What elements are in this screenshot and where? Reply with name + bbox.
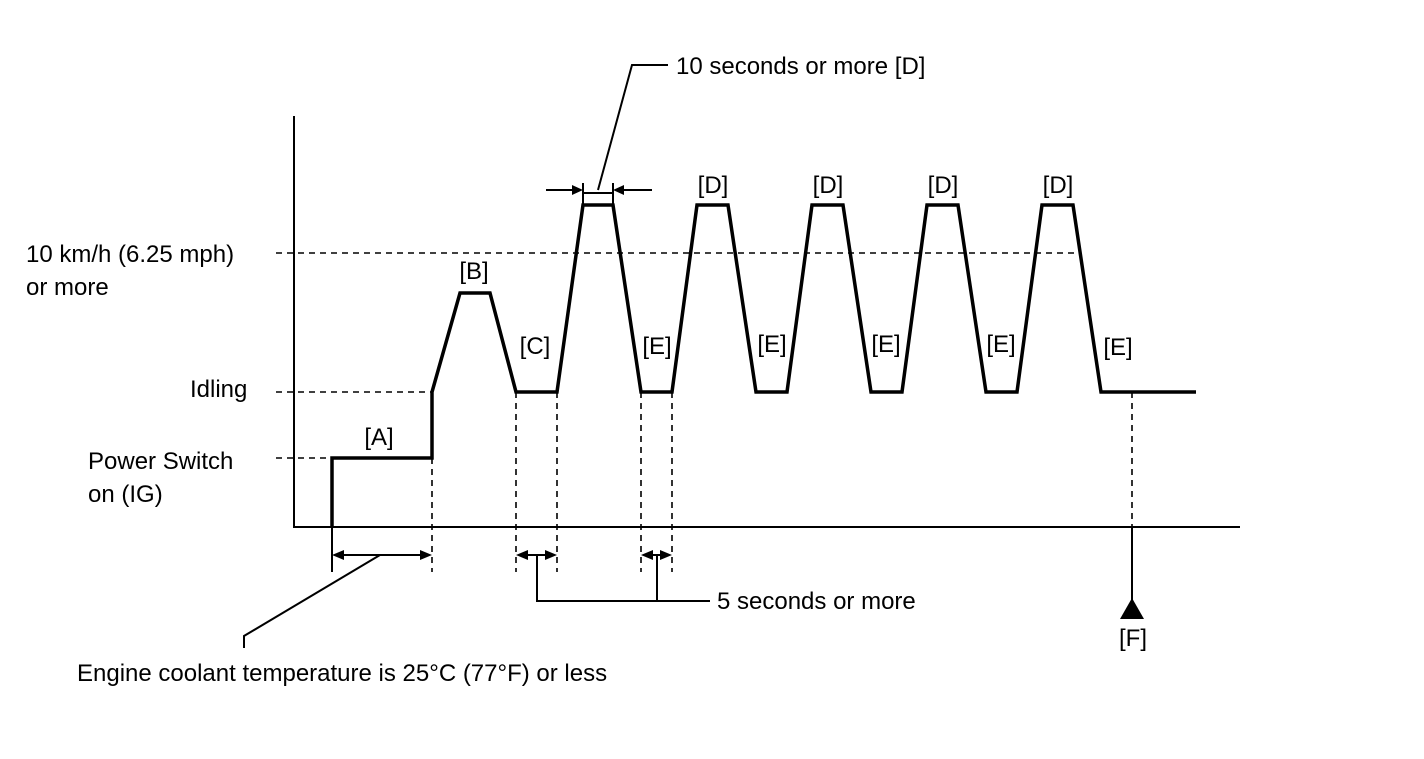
phase-label-d: [D] bbox=[813, 172, 844, 199]
phase-label-e: [E] bbox=[757, 331, 786, 358]
phase-label-d: [D] bbox=[698, 172, 729, 199]
speed-waveform bbox=[330, 203, 1196, 527]
five-seconds-leader bbox=[536, 555, 658, 602]
idling-level-label: Idling bbox=[190, 376, 247, 403]
f-arrow-icon bbox=[1120, 598, 1144, 619]
phase-label-e: [E] bbox=[642, 333, 671, 360]
phase-label-a: [A] bbox=[364, 424, 393, 451]
coolant-annotation: Engine coolant temperature is 25°C (77°F… bbox=[77, 660, 607, 687]
power-level-label: Power Switch bbox=[88, 448, 233, 475]
phase-label-e: [E] bbox=[1103, 334, 1132, 361]
phase-label-d: [D] bbox=[928, 172, 959, 199]
phase-label-e: [E] bbox=[986, 331, 1015, 358]
a-duration-dimension bbox=[243, 528, 432, 648]
ten-seconds-annotation: 10 seconds or more [D] bbox=[676, 53, 925, 80]
five-seconds-annotation: 5 seconds or more bbox=[717, 588, 916, 615]
speed-level-label: 10 km/h (6.25 mph) bbox=[26, 241, 234, 268]
power-level-label-cont: on (IG) bbox=[88, 481, 163, 508]
speed-level-label-cont: or more bbox=[26, 274, 109, 301]
phase-label-d: [D] bbox=[1043, 172, 1074, 199]
phase-label-e: [E] bbox=[871, 331, 900, 358]
phase-label-f: [F] bbox=[1119, 625, 1147, 652]
phase-label-c: [C] bbox=[520, 333, 551, 360]
ten-seconds-dimension bbox=[546, 64, 668, 205]
phase-label-b: [B] bbox=[459, 258, 488, 285]
